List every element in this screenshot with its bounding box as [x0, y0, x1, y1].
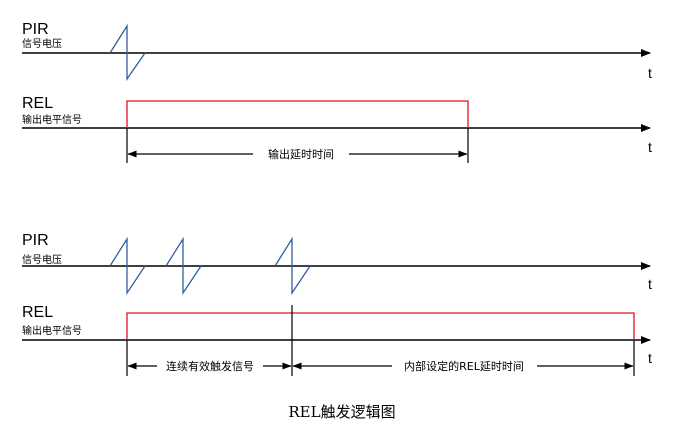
bottom-pir-pulse-1	[109, 236, 146, 296]
bottom-delay-label: 内部设定的REL延时时间	[404, 359, 524, 373]
bottom-pir-label: PIR	[22, 232, 49, 249]
bottom-pir-sublabel: 信号电压	[22, 253, 62, 266]
bottom-pir-axis-t: t	[648, 276, 652, 292]
bottom-pir-pulse-2	[165, 236, 202, 296]
top-pir-sublabel: 信号电压	[22, 37, 62, 50]
bottom-rel-axis-t: t	[648, 350, 652, 366]
bottom-retrigger-label: 连续有效触发信号	[166, 359, 254, 373]
bottom-rel-output-pulse	[126, 312, 635, 340]
top-pir-label: PIR	[22, 21, 49, 38]
top-rel-output-pulse	[126, 100, 469, 128]
bottom-pir-pulse-3	[274, 236, 311, 296]
top-output-delay-label: 输出延时时间	[268, 147, 334, 161]
top-rel-sublabel: 输出电平信号	[22, 113, 82, 126]
bottom-rel-sublabel: 输出电平信号	[22, 324, 82, 337]
bottom-rel-label: REL	[22, 304, 53, 321]
top-pir-pulse	[109, 23, 146, 82]
top-rel-label: REL	[22, 95, 53, 112]
top-diagram: PIR 信号电压 t REL 输出电平信号 t 输出延时时间	[22, 21, 652, 163]
diagram-caption: REL触发逻辑图	[288, 403, 395, 421]
top-rel-axis-t: t	[648, 139, 652, 155]
bottom-diagram: PIR 信号电压 t REL 输出电平信号 t 连续有效触发信号 内部设定的RE…	[22, 232, 652, 376]
top-pir-axis-t: t	[648, 65, 652, 81]
